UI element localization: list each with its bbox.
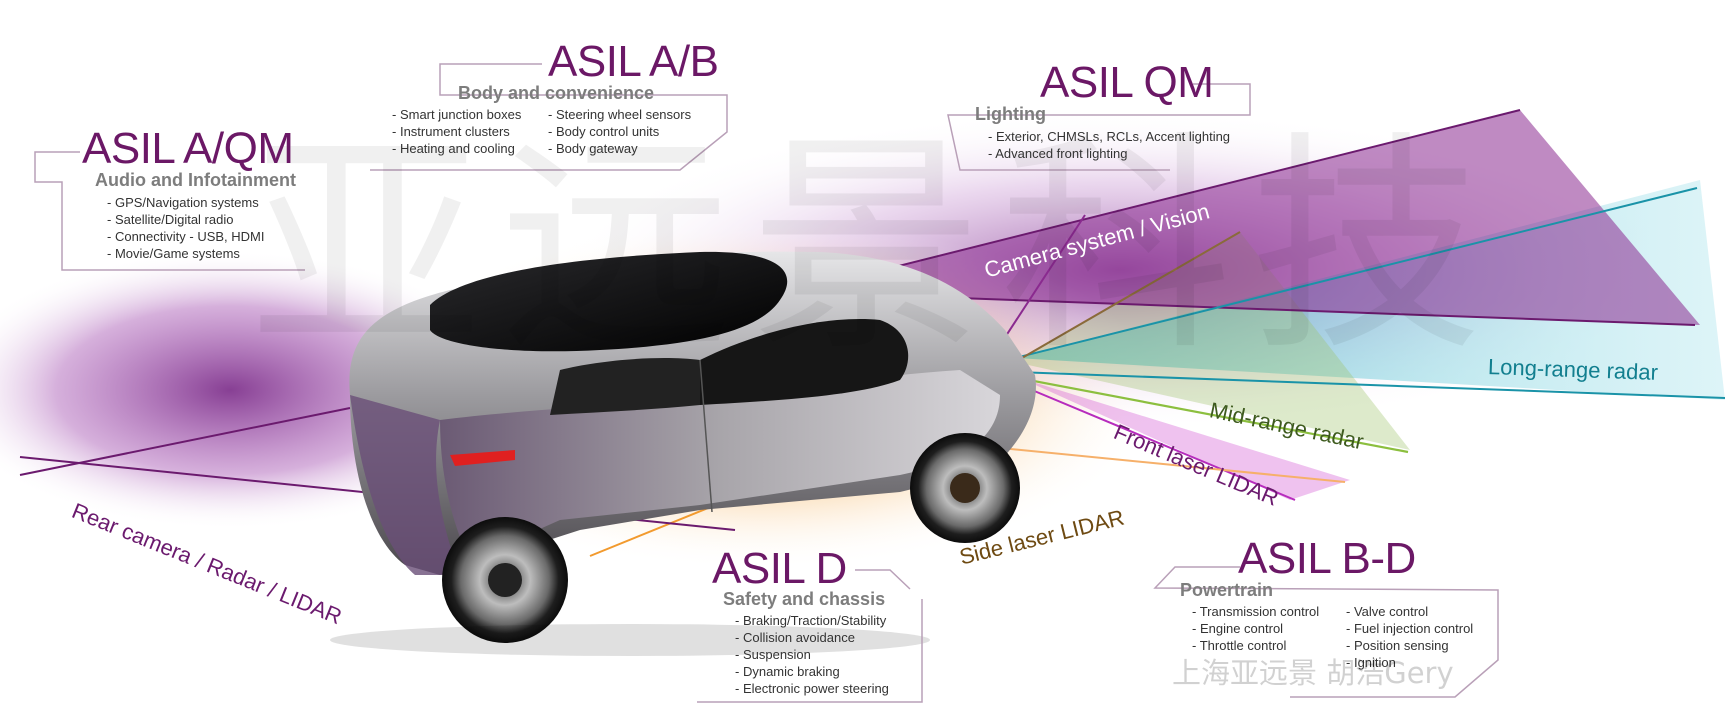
asil-b-d-title: ASIL B-D bbox=[1238, 534, 1416, 583]
mid-range-radar-line-upper bbox=[1014, 231, 1241, 363]
front-lidar-beam bbox=[1020, 378, 1350, 500]
list-item: GPS/Navigation systems bbox=[107, 194, 265, 211]
list-item: Position sensing bbox=[1346, 637, 1473, 654]
list-item: Valve control bbox=[1346, 603, 1473, 620]
asil-a-qm-title: ASIL A/QM bbox=[82, 124, 294, 173]
safety-bracket bbox=[697, 569, 923, 703]
powertrain-list-left: Transmission control Engine control Thro… bbox=[1192, 603, 1319, 654]
list-item: Braking/Traction/Stability bbox=[735, 612, 889, 629]
list-item: Smart junction boxes bbox=[392, 106, 521, 123]
safety-category: Safety and chassis bbox=[723, 589, 886, 609]
list-item: Body gateway bbox=[548, 140, 691, 157]
mid-range-radar-line-lower bbox=[1017, 376, 1409, 454]
camera-beam-line-front bbox=[999, 214, 1086, 346]
list-item: Dynamic braking bbox=[735, 663, 889, 680]
powertrain-category: Powertrain bbox=[1180, 580, 1274, 600]
list-item: Advanced front lighting bbox=[988, 145, 1230, 162]
infotainment-bracket bbox=[34, 151, 305, 271]
watermark-main: 亚远景科技 bbox=[250, 112, 1501, 382]
list-item: Instrument clusters bbox=[392, 123, 521, 140]
list-item: Exterior, CHMSLs, RCLs, Accent lighting bbox=[988, 128, 1230, 145]
list-item: Movie/Game systems bbox=[107, 245, 265, 262]
front-lidar-line bbox=[1019, 384, 1296, 501]
long-range-radar-line-upper bbox=[1014, 187, 1698, 359]
list-item: Collision avoidance bbox=[735, 629, 889, 646]
infotainment-list: GPS/Navigation systems Satellite/Digital… bbox=[107, 194, 265, 262]
list-item: Fuel injection control bbox=[1346, 620, 1473, 637]
lighting-category: Lighting bbox=[975, 104, 1046, 124]
car-illustration bbox=[330, 251, 1036, 656]
camera-vision-beam bbox=[795, 110, 1700, 325]
asil-a-b-title: ASIL A/B bbox=[548, 37, 719, 86]
powertrain-bracket bbox=[1153, 566, 1499, 698]
list-item: Transmission control bbox=[1192, 603, 1319, 620]
rear-beam-line-upper bbox=[19, 407, 351, 476]
list-item: Satellite/Digital radio bbox=[107, 211, 265, 228]
mid-range-radar-beam bbox=[1015, 232, 1410, 450]
body-list-left: Smart junction boxes Instrument clusters… bbox=[392, 106, 521, 157]
list-item: Steering wheel sensors bbox=[548, 106, 691, 123]
body-category: Body and convenience bbox=[458, 83, 655, 103]
list-item: Body control units bbox=[548, 123, 691, 140]
infotainment-category: Audio and Infotainment bbox=[95, 170, 296, 190]
list-item: Electronic power steering bbox=[735, 680, 889, 697]
list-item: Suspension bbox=[735, 646, 889, 663]
powertrain-list-right: Valve control Fuel injection control Pos… bbox=[1346, 603, 1473, 671]
lighting-bracket bbox=[947, 83, 1251, 171]
list-item: Engine control bbox=[1192, 620, 1319, 637]
asil-d-title: ASIL D bbox=[712, 544, 847, 593]
list-item: Ignition bbox=[1346, 654, 1473, 671]
list-item: Throttle control bbox=[1192, 637, 1319, 654]
camera-beam-line-upper bbox=[794, 109, 1521, 293]
lighting-list: Exterior, CHMSLs, RCLs, Accent lighting … bbox=[988, 128, 1230, 162]
body-bracket bbox=[370, 63, 728, 171]
list-item: Connectivity - USB, HDMI bbox=[107, 228, 265, 245]
watermark-credit: 上海亚远景 胡浩Gery bbox=[1172, 656, 1454, 690]
asil-qm-title: ASIL QM bbox=[1040, 58, 1214, 107]
body-list-right: Steering wheel sensors Body control unit… bbox=[548, 106, 691, 157]
long-range-radar-line-lower bbox=[1014, 371, 1725, 399]
safety-list: Braking/Traction/Stability Collision avo… bbox=[735, 612, 889, 697]
list-item: Heating and cooling bbox=[392, 140, 521, 157]
